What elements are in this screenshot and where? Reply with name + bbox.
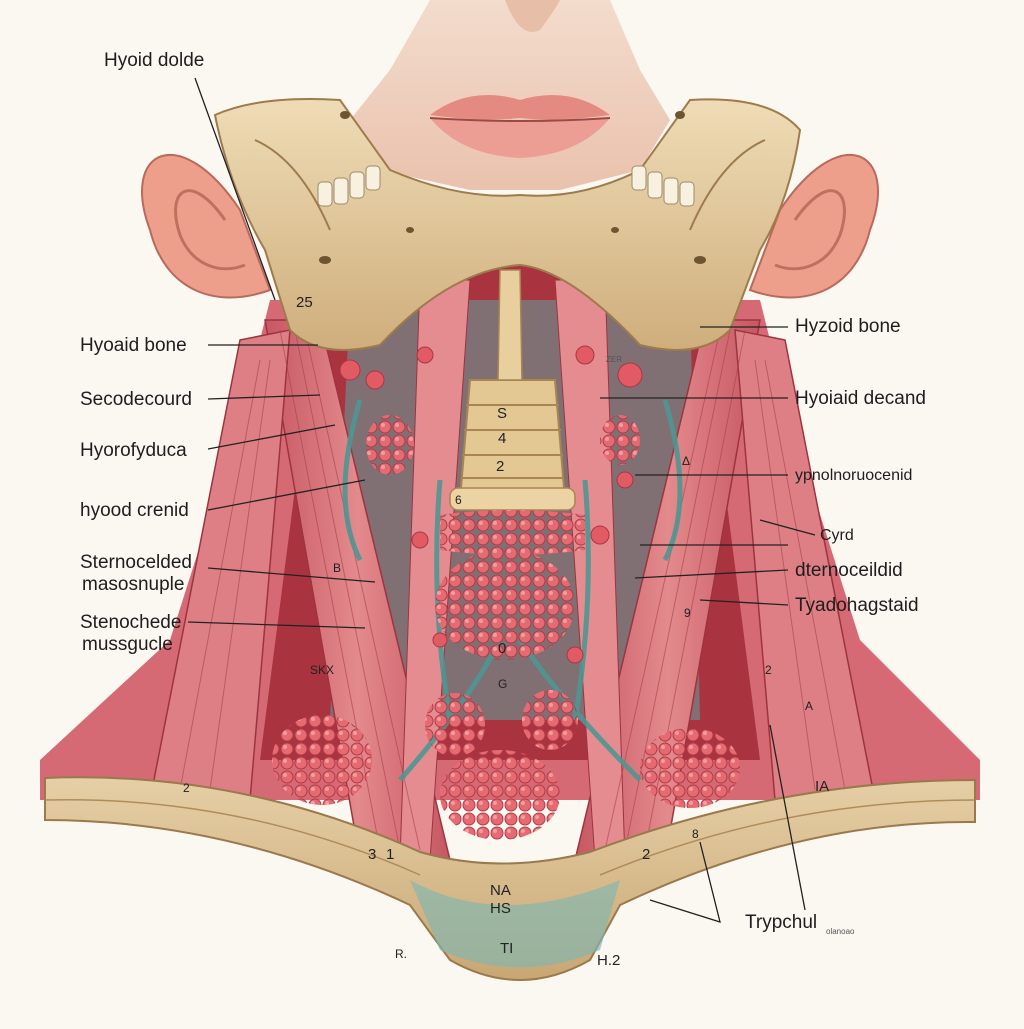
label-hyzoid-bone: Hyzoid bone (795, 316, 901, 337)
marker-1: 1 (386, 846, 395, 863)
label-hyood-crenid: hyood crenid (80, 500, 189, 521)
thyroid-glands (272, 345, 740, 840)
marker-ia: IA (815, 778, 830, 795)
marker-8: 8 (692, 827, 699, 841)
right-ear (748, 153, 879, 299)
marker-2-right: 2 (765, 663, 772, 677)
label-hyoaid-bone: Hyoaid bone (80, 335, 187, 356)
label-ypnolnoruocenid: ypnolnoruocenid (795, 467, 913, 484)
marker-r: R. (395, 947, 407, 961)
marker-2-larynx: 2 (496, 458, 505, 475)
marker-2-left-clavicle: 2 (183, 781, 190, 795)
label-hyoid-dolde: Hyoid dolde (104, 50, 205, 71)
label-trypchul: Trypchul (745, 912, 818, 933)
label-cyrd: Cyrd (820, 527, 854, 544)
clavicle (44, 776, 976, 981)
marker-h2: H.2 (597, 952, 621, 969)
label-secodecourd: Secodecourd (80, 389, 192, 410)
marker-25: 25 (296, 294, 313, 311)
marker-6: 6 (455, 493, 462, 507)
mandible (213, 98, 802, 351)
label-dternoceildid: dternoceildid (795, 560, 903, 581)
label-hyoiaid-decand: Hyoiaid decand (795, 388, 926, 409)
label-tyadohagstaid: Tyadohagstaid (795, 595, 919, 616)
marker-a: A (805, 699, 814, 713)
marker-zer: ZER (606, 355, 622, 364)
marker-b: B (333, 561, 342, 575)
marker-signature: olanoao (826, 927, 855, 936)
marker-2-right-clavicle: 2 (642, 846, 651, 863)
marker-9: 9 (684, 606, 691, 620)
marker-s: S (497, 405, 508, 422)
face (350, 0, 670, 190)
label-sternocelded-line2: masosnuple (82, 574, 185, 595)
marker-0: 0 (498, 640, 507, 657)
marker-4: 4 (498, 430, 507, 447)
larynx (449, 269, 576, 511)
label-stenochede-line2: mussgucle (82, 634, 173, 655)
marker-hs: HS (490, 900, 511, 917)
label-stenochede: Stenochede (80, 612, 182, 633)
label-hyorofyduca: Hyorofyduca (80, 440, 187, 461)
marker-na: NA (490, 882, 511, 899)
lower-lip (430, 118, 610, 158)
label-sternocelded: Sternocelded (80, 552, 192, 573)
left-ear (141, 153, 272, 299)
marker-ti: TI (500, 940, 514, 957)
marker-delta: Δ (682, 454, 691, 468)
leader-lines (187, 77, 816, 923)
upper-lip (430, 95, 610, 120)
marker-skx: SKX (310, 663, 335, 677)
marker-g: G (498, 677, 508, 691)
marker-3: 3 (368, 846, 377, 863)
